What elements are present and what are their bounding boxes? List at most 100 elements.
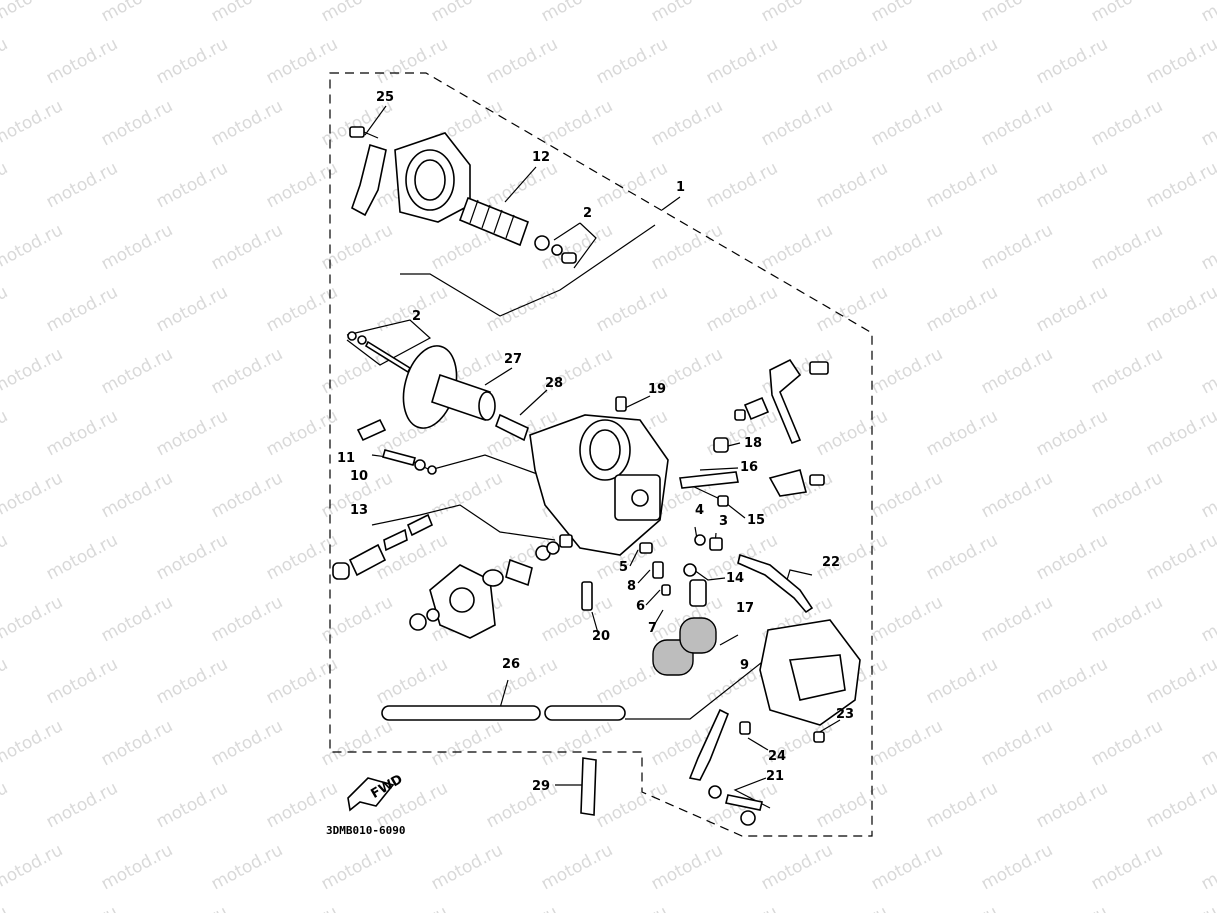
watermark-text: motod.ru (208, 592, 286, 646)
watermark-text: motod.ru (703, 902, 781, 913)
watermark-text: motod.ru (43, 902, 121, 913)
watermark-text: motod.ru (0, 716, 66, 770)
watermark-text: motod.ru (43, 654, 121, 708)
watermark-text: motod.ru (208, 716, 286, 770)
watermark-text: motod.ru (0, 902, 11, 913)
watermark-text: motod.ru (868, 344, 946, 398)
watermark-text: motod.ru (538, 220, 616, 274)
watermark-text: motod.ru (868, 0, 946, 26)
callout-label-c6: 6 (636, 599, 645, 614)
watermark-text: motod.ru (1143, 34, 1217, 88)
watermark-text: motod.ru (1198, 344, 1217, 398)
watermark-text: motod.ru (428, 0, 506, 26)
watermark-text: motod.ru (923, 34, 1001, 88)
watermark-text: motod.ru (43, 778, 121, 832)
watermark-text: motod.ru (43, 406, 121, 460)
watermark-text: motod.ru (208, 468, 286, 522)
watermark-text: motod.ru (538, 96, 616, 150)
watermark-text: motod.ru (153, 34, 231, 88)
hose-26-icon (381, 705, 626, 721)
watermark-text: motod.ru (0, 530, 11, 584)
callout-label-c24: 24 (768, 749, 786, 764)
watermark-text: motod.ru (0, 220, 66, 274)
watermark-text: motod.ru (1143, 654, 1217, 708)
callout-label-c28: 28 (545, 376, 563, 391)
watermark-text: motod.ru (1088, 592, 1166, 646)
watermark-text: motod.ru (978, 592, 1056, 646)
watermark-text: motod.ru (98, 840, 176, 894)
watermark-text: motod.ru (1198, 592, 1217, 646)
callout-label-c2a: 2 (583, 206, 592, 221)
pump-cover-icon (429, 564, 496, 639)
watermark-text: motod.ru (813, 34, 891, 88)
watermark-text: motod.ru (0, 468, 66, 522)
watermark-text: motod.ru (593, 158, 671, 212)
callout-label-c11: 11 (337, 451, 355, 466)
float-chamber-9-icon (759, 619, 861, 726)
watermark-text: motod.ru (1088, 96, 1166, 150)
watermark-text: motod.ru (868, 716, 946, 770)
watermark-text: motod.ru (1088, 344, 1166, 398)
leader-lines (346, 105, 841, 809)
fwd-label: FWD (369, 772, 406, 802)
watermark-text: motod.ru (0, 282, 11, 336)
watermark-text: motod.ru (98, 344, 176, 398)
assembly-boundary (329, 72, 873, 837)
watermark-text: motod.ru (98, 716, 176, 770)
watermark-text: motod.ru (1033, 406, 1111, 460)
watermark-text: motod.ru (428, 840, 506, 894)
watermark-text: motod.ru (0, 592, 66, 646)
callout-label-c2b: 2 (412, 309, 421, 324)
watermark-text: motod.ru (758, 0, 836, 26)
watermark-text: motod.ru (153, 158, 231, 212)
watermark-text: motod.ru (1198, 840, 1217, 894)
watermark-text: motod.ru (483, 654, 561, 708)
watermark-text: motod.ru (0, 0, 66, 26)
watermark-text: motod.ru (98, 220, 176, 274)
watermark-text: motod.ru (1198, 0, 1217, 26)
watermark-text: motod.ru (923, 654, 1001, 708)
watermark-text: motod.ru (483, 158, 561, 212)
callout-label-c18: 18 (744, 436, 762, 451)
diaphragm-27-icon (402, 345, 496, 429)
watermark-text: motod.ru (208, 840, 286, 894)
watermark-text: motod.ru (43, 282, 121, 336)
watermark-text: motod.ru (0, 96, 66, 150)
callout-label-c7: 7 (648, 621, 657, 636)
watermark-text: motod.ru (1033, 158, 1111, 212)
watermark-text: motod.ru (1198, 716, 1217, 770)
callout-label-c16: 16 (740, 460, 758, 475)
watermark-text: motod.ru (153, 902, 231, 913)
watermark-text: motod.ru (758, 840, 836, 894)
callout-label-c4: 4 (695, 503, 704, 518)
watermark-text: motod.ru (153, 778, 231, 832)
watermark-text: motod.ru (263, 902, 341, 913)
watermark-text: motod.ru (923, 530, 1001, 584)
callout-label-c14: 14 (726, 571, 744, 586)
watermark-text: motod.ru (1198, 96, 1217, 150)
watermark-text: motod.ru (1033, 778, 1111, 832)
callout-label-c21: 21 (766, 769, 784, 784)
watermark-text: motod.ru (428, 716, 506, 770)
watermark-text: motod.ru (1088, 468, 1166, 522)
watermark-text: motod.ru (978, 840, 1056, 894)
watermark-text: motod.ru (318, 840, 396, 894)
watermark-text: motod.ru (373, 654, 451, 708)
chamber-cover-icon (394, 132, 471, 223)
watermark-text: motod.ru (978, 468, 1056, 522)
callout-label-c9: 9 (740, 658, 749, 673)
watermark-text: motod.ru (648, 220, 726, 274)
watermark-text: motod.ru (98, 0, 176, 26)
watermark-text: motod.ru (1088, 840, 1166, 894)
watermark-text: motod.ru (813, 282, 891, 336)
watermark-text: motod.ru (0, 34, 11, 88)
watermark-text: motod.ru (43, 530, 121, 584)
callout-label-c10: 10 (350, 469, 368, 484)
watermark-text: motod.ru (868, 840, 946, 894)
watermark-text: motod.ru (923, 282, 1001, 336)
callout-label-c8: 8 (627, 579, 636, 594)
watermark-text: motod.ru (1088, 0, 1166, 26)
callout-label-c12: 12 (532, 150, 550, 165)
watermark-text: motod.ru (0, 654, 11, 708)
